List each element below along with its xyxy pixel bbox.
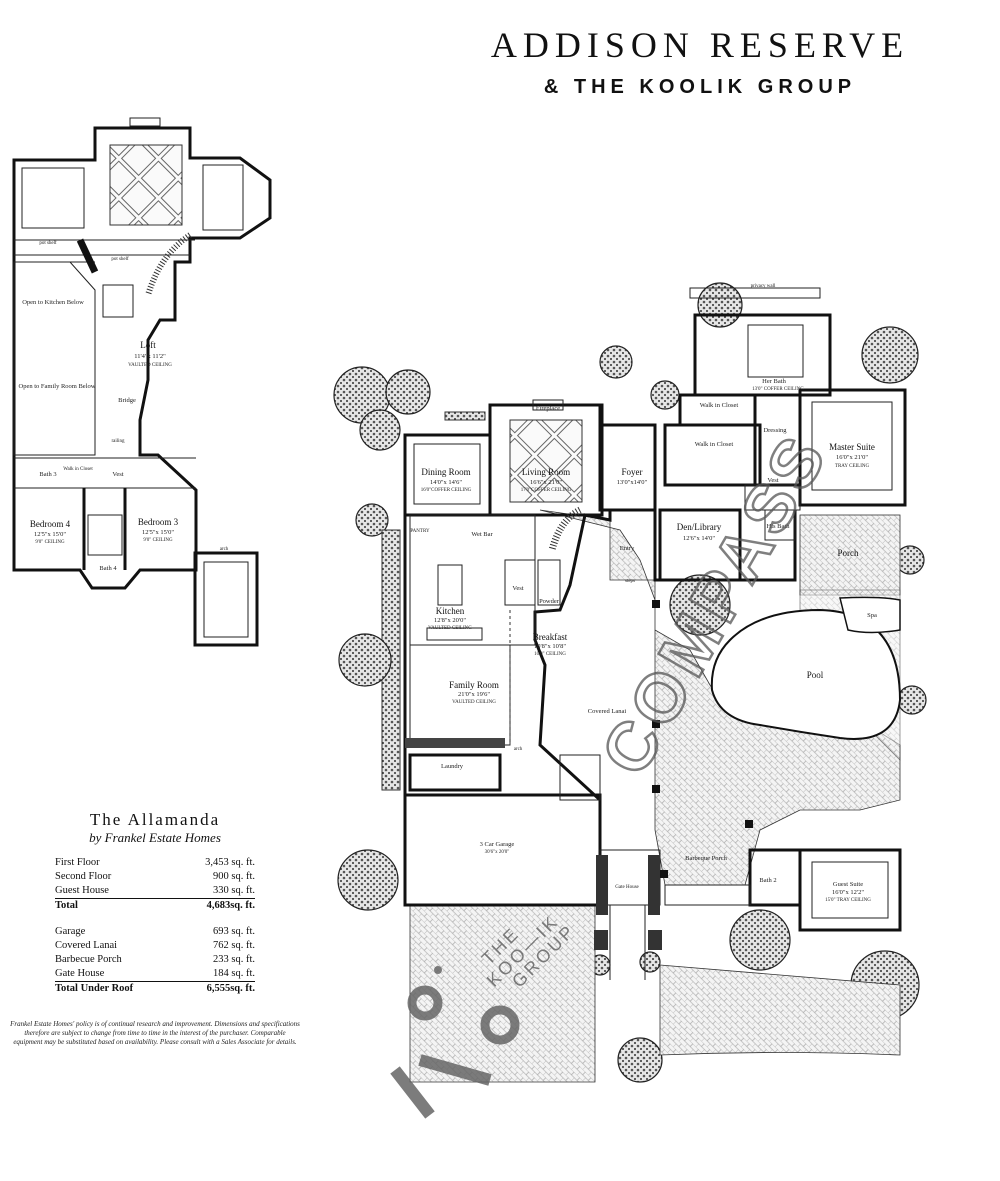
header-subtitle: & THE KOOLIK GROUP — [543, 76, 857, 98]
walk-in-closet-label-2: Walk in Closet — [695, 441, 734, 448]
family-room-name: Family Room — [449, 680, 499, 690]
guest-suite-dims: 16'0"x 12'2" — [832, 889, 864, 896]
foyer-dims: 13'0"x14'0" — [617, 479, 648, 486]
kitchen-ceiling: VAULTED CEILING — [428, 626, 472, 631]
master-suite-dims: 16'0"x 21'0" — [836, 454, 868, 461]
breakfast-ceiling: 10'0" CEILING — [534, 652, 566, 657]
den-library-name: Den/Library — [677, 522, 722, 532]
bedroom4-name: Bedroom 4 — [30, 519, 71, 529]
pool-label: Pool — [807, 670, 824, 680]
plan-title: The Allamanda — [89, 810, 221, 829]
bath3-label: Bath 3 — [39, 471, 56, 478]
vest-label: Vest — [512, 585, 523, 592]
guest-suite-ceiling: 15'0" TRAY CEILING — [825, 898, 871, 903]
pantry-label: PANTRY — [410, 529, 430, 534]
kitchen-dims: 12'8"x 20'0" — [434, 617, 466, 624]
steps-label: steps — [625, 579, 635, 584]
his-bath-label: His Bath — [767, 523, 791, 530]
loft-ceiling: VAULTED CEILING — [128, 363, 172, 368]
disclaimer: Frankel Estate Homes' policy is of conti… — [10, 1020, 300, 1046]
bedroom4-ceiling: 9'0" CEILING — [35, 540, 65, 545]
powder-label: Powder — [539, 598, 560, 605]
bedroom3-name: Bedroom 3 — [138, 517, 179, 527]
porch-label: Porch — [838, 548, 859, 558]
laundry-label: Laundry — [441, 763, 464, 770]
foyer-name: Foyer — [622, 467, 643, 477]
gate-house-label: Gate House — [615, 885, 639, 890]
railing-label: railing — [111, 439, 125, 444]
entry-label: Entry — [620, 545, 635, 552]
master-suite-ceiling: TRAY CEILING — [835, 464, 870, 469]
dining-room-name: Dining Room — [421, 467, 470, 477]
pot-shelf-label: pot shelf — [39, 241, 57, 246]
living-room-dims: 16'6"x 21'0" — [530, 479, 562, 486]
open-to-kitchen-label: Open to Kitchen Below — [22, 299, 84, 306]
family-room-dims: 21'0"x 19'6" — [458, 691, 490, 698]
walk-in-closet-label: Walk in Closet — [700, 402, 739, 409]
dining-room-ceiling: 16'0"COFFER CEILING — [421, 488, 472, 493]
bedroom3-ceiling: 9'0" CEILING — [143, 538, 173, 543]
kitchen-name: Kitchen — [436, 606, 465, 616]
loft-name: Loft — [140, 340, 156, 350]
master-suite-name: Master Suite — [829, 442, 875, 452]
koolik-logo-watermark — [390, 966, 520, 1119]
bridge-label: Bridge — [118, 397, 136, 404]
wet-bar-label: Wet Bar — [471, 531, 493, 538]
bedroom4-dims: 12'5"x 15'0" — [34, 531, 66, 538]
arch-1f-label: arch — [514, 747, 523, 752]
bath4-label: Bath 4 — [99, 565, 117, 572]
family-room-ceiling: VAULTED CEILING — [452, 700, 496, 705]
her-bath-name: Her Bath — [762, 378, 786, 385]
dining-room-dims: 14'0"x 14'6" — [430, 479, 462, 486]
loft-dims: 11'4"x 11'2" — [134, 353, 166, 360]
living-room-ceiling: 17'0"COFFER CEILING — [521, 488, 572, 493]
den-library-dims: 12'6"x 14'0" — [683, 535, 715, 542]
garage-dims: 30'6"x 20'0" — [485, 850, 510, 855]
bath2-label: Bath 2 — [759, 877, 776, 884]
privacy-wall-label: privacy wall — [751, 284, 776, 289]
her-bath-ceiling: 13'0" COFFER CEILING — [752, 387, 804, 392]
pot-shelf-label-2: pot shelf — [111, 257, 129, 262]
spa-label: Spa — [867, 612, 877, 619]
vest-2f-label: Vest — [112, 471, 123, 478]
arch-2f-label: arch — [220, 547, 229, 552]
guest-suite-name: Guest Suite — [833, 881, 863, 888]
first-floor-plan — [333, 282, 927, 1083]
covered-lanai-label: Covered Lanai — [588, 708, 627, 715]
barbeque-porch-label: Barbeque Porch — [685, 855, 727, 862]
walk-in-closet-2f-label: Walk in Closet — [63, 467, 93, 472]
vest-master-label: Vest — [767, 477, 778, 484]
second-floor-plan — [12, 117, 272, 647]
header-title: ADDISON RESERVE — [490, 25, 910, 65]
garage-name: 3 Car Garage — [480, 841, 515, 848]
plan-builder: by Frankel Estate Homes — [89, 830, 221, 845]
living-room-name: Living Room — [522, 467, 570, 477]
open-to-family-label: Open to Family Room Below — [19, 383, 96, 390]
bedroom3-dims: 12'5"x 15'0" — [142, 529, 174, 536]
dressing-label: Dressing — [763, 427, 787, 434]
breakfast-dims: 10'8"x 10'8" — [534, 643, 566, 650]
area-summary: The Allamanda by Frankel Estate Homes Fi… — [55, 810, 255, 996]
breakfast-name: Breakfast — [533, 632, 568, 642]
fireplace-label: Fireplace — [536, 405, 560, 412]
